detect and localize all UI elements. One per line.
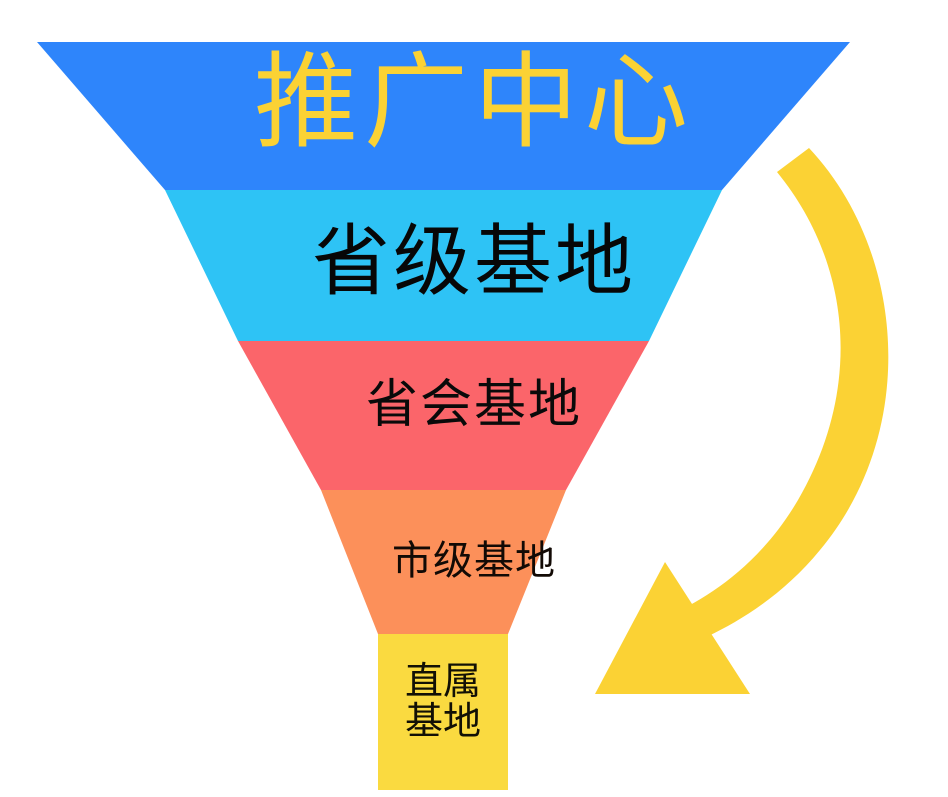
funnel-segment-capital-base[interactable]	[238, 341, 649, 490]
funnel-segment-city-base[interactable]	[321, 490, 566, 634]
funnel-segment-provincial-base[interactable]	[165, 190, 722, 341]
funnel-segment-promotion-center[interactable]	[37, 42, 850, 190]
curved-arrow-tail	[665, 148, 889, 646]
curved-arrow-head	[595, 562, 750, 694]
funnel-segment-direct-base[interactable]	[378, 634, 508, 790]
